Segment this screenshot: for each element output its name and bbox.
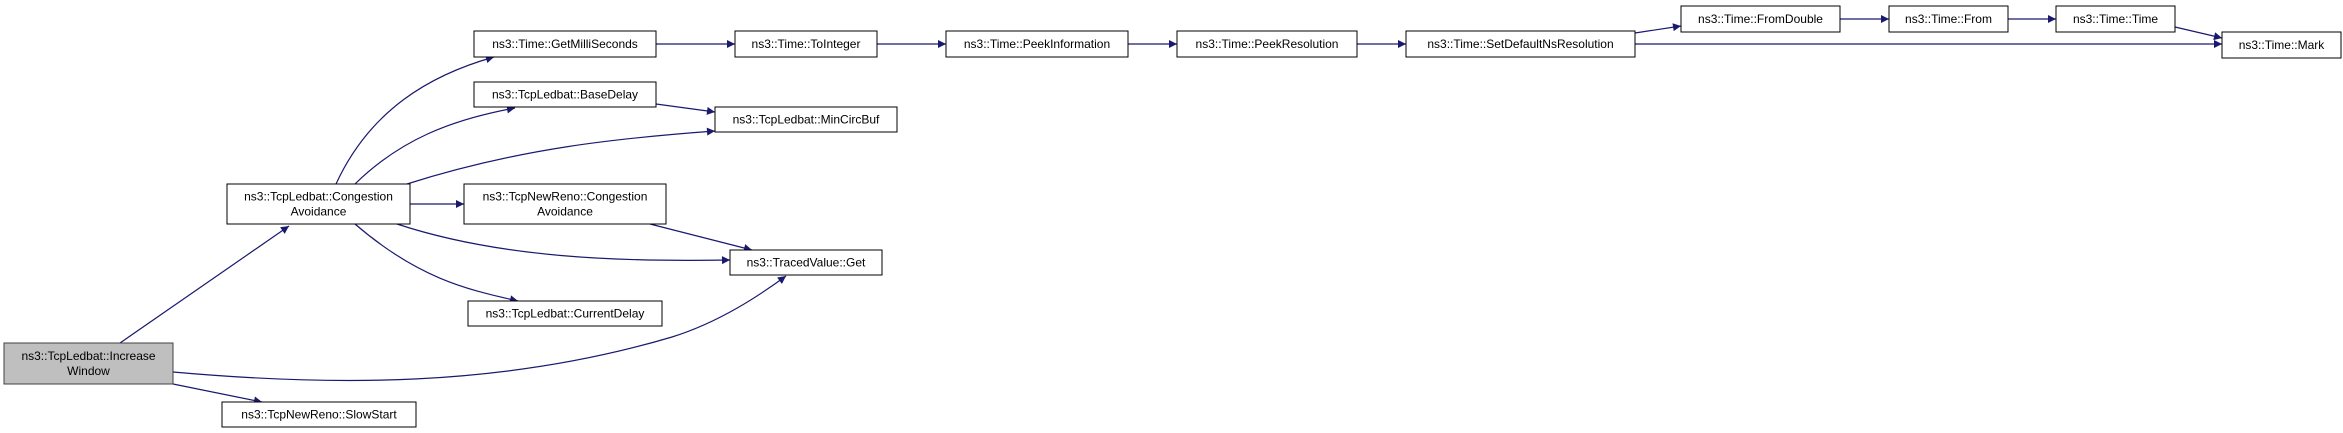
node-from[interactable]: ns3::Time::From	[1888, 5, 2009, 33]
node-label: Avoidance	[291, 205, 347, 219]
node-label: ns3::TcpLedbat::Congestion	[244, 190, 393, 204]
node-box	[1680, 5, 1841, 33]
node-box	[3, 342, 174, 385]
edge-line	[335, 55, 495, 185]
edge-line	[655, 103, 716, 115]
node-label: ns3::Time::GetMilliSeconds	[492, 37, 638, 51]
edge-line	[172, 383, 263, 405]
node-pi[interactable]: ns3::Time::PeekInformation	[945, 30, 1129, 58]
node-box	[1888, 5, 2009, 33]
edge-line	[406, 127, 716, 185]
edge-bd-to-mcb	[655, 103, 716, 115]
node-box	[226, 183, 411, 225]
edge-iw-to-lca	[119, 225, 290, 344]
edge-line	[396, 223, 731, 265]
node-box	[467, 300, 663, 327]
node-label: ns3::Time::FromDouble	[1698, 12, 1823, 26]
node-pr[interactable]: ns3::Time::PeekResolution	[1176, 30, 1358, 58]
node-bd[interactable]: ns3::TcpLedbat::BaseDelay	[473, 81, 657, 108]
node-label: ns3::TracedValue::Get	[747, 256, 866, 270]
edge-iw-to-get	[172, 275, 787, 382]
node-box	[734, 30, 878, 58]
node-mark[interactable]: ns3::Time::Mark	[2221, 31, 2342, 59]
node-get[interactable]: ns3::TracedValue::Get	[729, 249, 883, 276]
node-label: ns3::TcpLedbat::Increase	[21, 349, 155, 363]
edge-lca-to-cd	[354, 223, 519, 304]
node-label: ns3::Time::PeekResolution	[1196, 37, 1339, 51]
node-box	[1405, 30, 1636, 58]
node-gms[interactable]: ns3::Time::GetMilliSeconds	[473, 30, 657, 58]
node-label: Window	[67, 364, 110, 378]
node-sdnr[interactable]: ns3::Time::SetDefaultNsResolution	[1405, 30, 1636, 58]
node-box	[473, 30, 657, 58]
edge-sdnr-to-fd	[1634, 23, 1682, 34]
node-label: ns3::TcpLedbat::BaseDelay	[492, 88, 638, 102]
node-mcb[interactable]: ns3::TcpLedbat::MinCircBuf	[714, 106, 898, 133]
node-box	[714, 106, 898, 133]
node-box	[945, 30, 1129, 58]
node-box	[729, 249, 883, 276]
edge-line	[2174, 26, 2223, 41]
edge-line	[354, 223, 519, 304]
node-box	[2221, 31, 2342, 59]
node-fd[interactable]: ns3::Time::FromDouble	[1680, 5, 1841, 33]
edge-line	[1634, 23, 1682, 34]
edge-time-to-mark	[2174, 26, 2223, 41]
node-cd[interactable]: ns3::TcpLedbat::CurrentDelay	[467, 300, 663, 327]
node-label: ns3::Time::PeekInformation	[964, 37, 1110, 51]
edge-line	[119, 225, 290, 344]
node-label: ns3::Time::SetDefaultNsResolution	[1427, 37, 1613, 51]
node-box	[473, 81, 657, 108]
node-label: ns3::Time::Mark	[2239, 38, 2326, 52]
node-ti[interactable]: ns3::Time::ToInteger	[734, 30, 878, 58]
node-label: ns3::TcpLedbat::MinCircBuf	[733, 113, 880, 127]
edge-lca-to-bd	[354, 105, 516, 185]
node-label: ns3::Time::ToInteger	[752, 37, 861, 51]
edge-iw-to-ss	[172, 383, 263, 405]
node-box	[1176, 30, 1358, 58]
node-label: ns3::TcpNewReno::SlowStart	[241, 408, 397, 422]
node-label: ns3::TcpLedbat::CurrentDelay	[486, 307, 645, 321]
edge-lca-to-gms	[335, 55, 495, 185]
edge-line	[354, 105, 516, 185]
node-time[interactable]: ns3::Time::Time	[2055, 5, 2176, 33]
node-box	[2055, 5, 2176, 33]
edge-lca-to-mcb	[406, 127, 716, 185]
edge-line	[172, 275, 787, 382]
edge-nrca-to-get	[649, 223, 753, 252]
edge-line	[649, 223, 753, 252]
node-label: ns3::TcpNewReno::Congestion	[483, 190, 648, 204]
edge-lca-to-get	[396, 223, 731, 265]
node-ss[interactable]: ns3::TcpNewReno::SlowStart	[221, 401, 417, 428]
node-box	[221, 401, 417, 428]
node-box	[463, 183, 667, 225]
node-label: ns3::Time::Time	[2073, 12, 2158, 26]
node-label: ns3::Time::From	[1905, 12, 1992, 26]
node-label: Avoidance	[537, 205, 593, 219]
